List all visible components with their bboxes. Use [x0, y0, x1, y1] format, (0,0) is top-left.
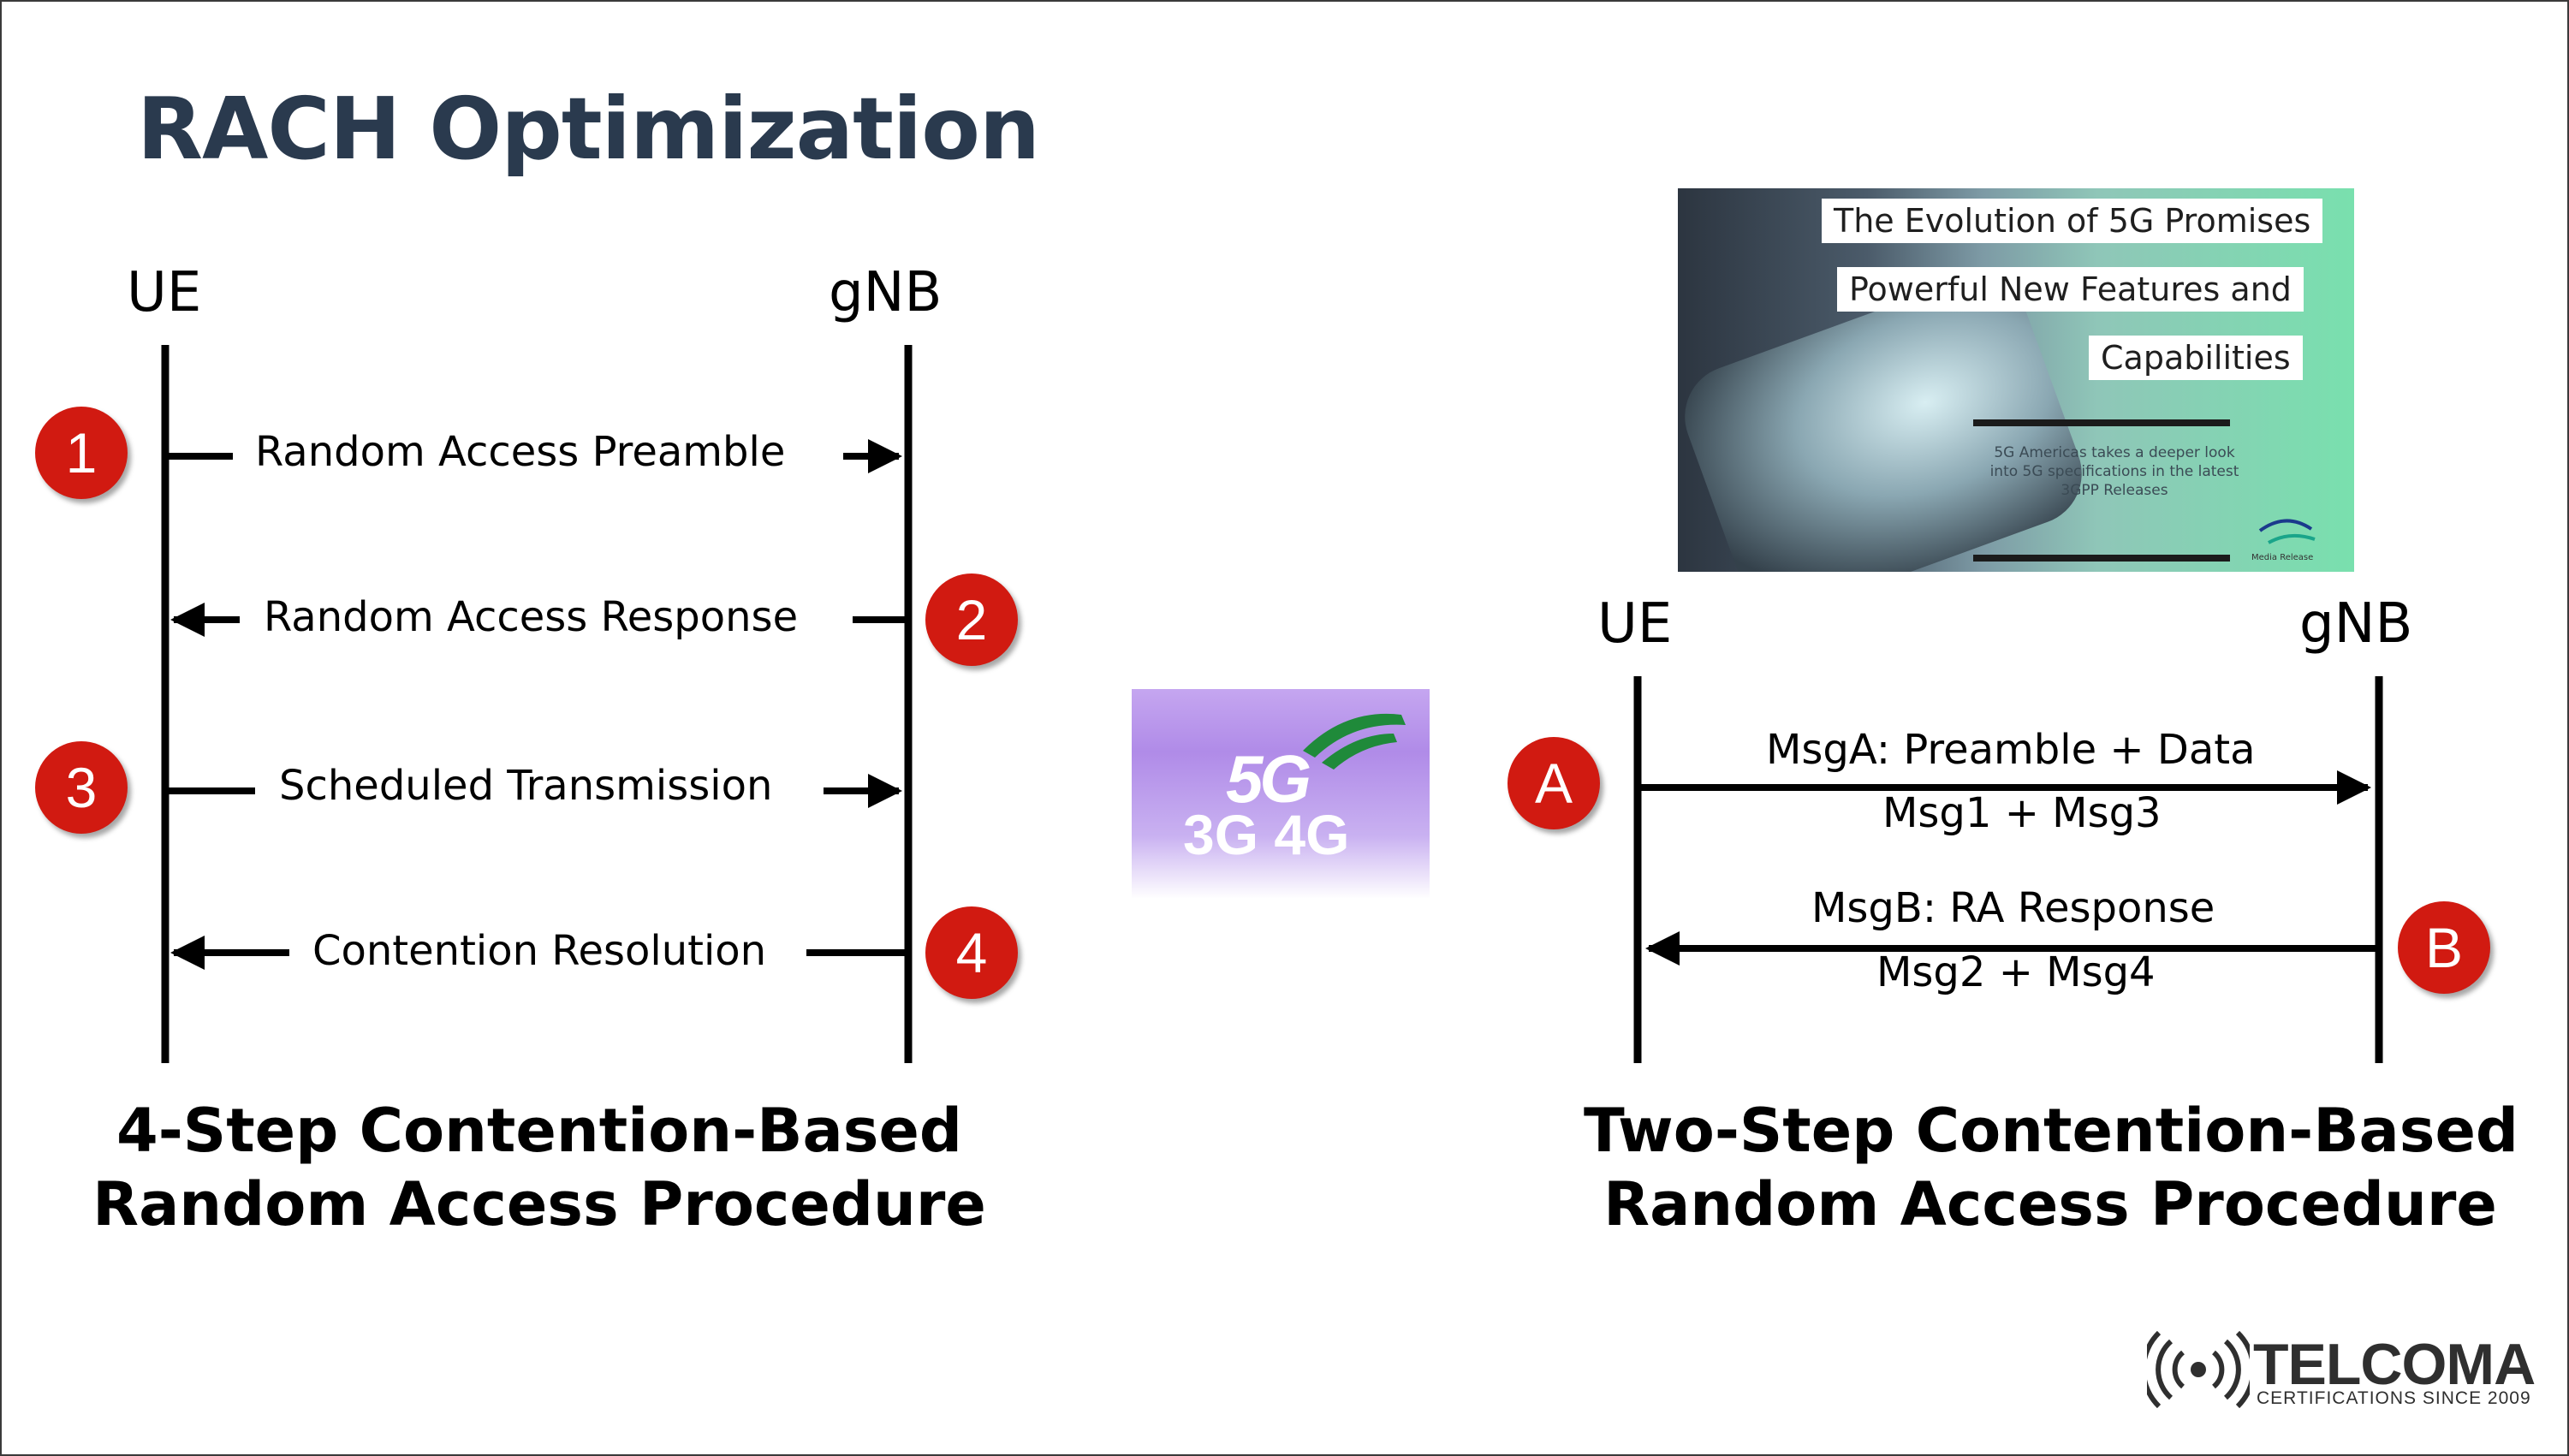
signal-wave-icon	[1303, 713, 1406, 770]
gnb-label-4step: gNB	[829, 261, 943, 324]
thumbnail-line2: Powerful New Features and	[1837, 267, 2304, 312]
caption-4step-line1: 4-Step Contention-Based	[116, 1096, 962, 1166]
article-thumbnail: The Evolution of 5G Promises Powerful Ne…	[1678, 188, 2354, 572]
network-generation-badge: 5G 3G 4G	[1132, 689, 1430, 899]
caption-2step-line1: Two-Step Contention-Based	[1584, 1096, 2519, 1166]
thumbnail-body: 5G Americas takes a deeper look into 5G …	[1989, 444, 2239, 499]
msg2-label: Random Access Response	[264, 593, 799, 641]
msg3-label: Scheduled Transmission	[279, 762, 773, 810]
page-title: RACH Optimization	[137, 79, 1040, 179]
badge-5g-text: 5G	[1226, 741, 1311, 817]
step-badge-B: B	[2398, 901, 2490, 994]
step-badge-3: 3	[35, 741, 128, 834]
5g-americas-logo: Media Release	[2243, 505, 2328, 565]
brand-name: TELCOMA	[2253, 1332, 2536, 1397]
caption-4step-line2: Random Access Procedure	[92, 1169, 986, 1239]
msgB-label-bottom: Msg2 + Msg4	[1876, 948, 2156, 996]
caption-2step: Two-Step Contention-Based Random Access …	[1584, 1094, 2519, 1241]
step-badge-1: 1	[35, 407, 128, 499]
gnb-label-2step: gNB	[2299, 592, 2413, 656]
msgB-label-top: MsgB: RA Response	[1811, 884, 2215, 932]
step-badge-2: 2	[925, 573, 1018, 666]
caption-4step: 4-Step Contention-Based Random Access Pr…	[86, 1094, 993, 1241]
ue-label-2step: UE	[1597, 592, 1673, 656]
msg1-label: Random Access Preamble	[255, 428, 786, 476]
step-badge-A: A	[1508, 737, 1600, 829]
ue-label-4step: UE	[127, 261, 202, 324]
msgA-label-bottom: Msg1 + Msg3	[1882, 789, 2162, 837]
thumbnail-divider-top	[1973, 419, 2230, 426]
thumbnail-logo-caption: Media Release	[2251, 553, 2314, 562]
broadcast-signal-icon	[2147, 1331, 2250, 1408]
thumbnail-line1: The Evolution of 5G Promises	[1822, 199, 2323, 243]
step-badge-4: 4	[925, 906, 1018, 999]
brand-tagline: CERTIFICATIONS SINCE 2009	[2257, 1388, 2531, 1408]
msg4-label: Contention Resolution	[312, 927, 767, 975]
msgA-label-top: MsgA: Preamble + Data	[1766, 726, 2256, 774]
thumbnail-line3: Capabilities	[2089, 336, 2303, 380]
thumbnail-divider-bottom	[1973, 555, 2230, 562]
badge-3g4g-text: 3G 4G	[1183, 803, 1350, 866]
caption-2step-line2: Random Access Procedure	[1603, 1169, 2497, 1239]
